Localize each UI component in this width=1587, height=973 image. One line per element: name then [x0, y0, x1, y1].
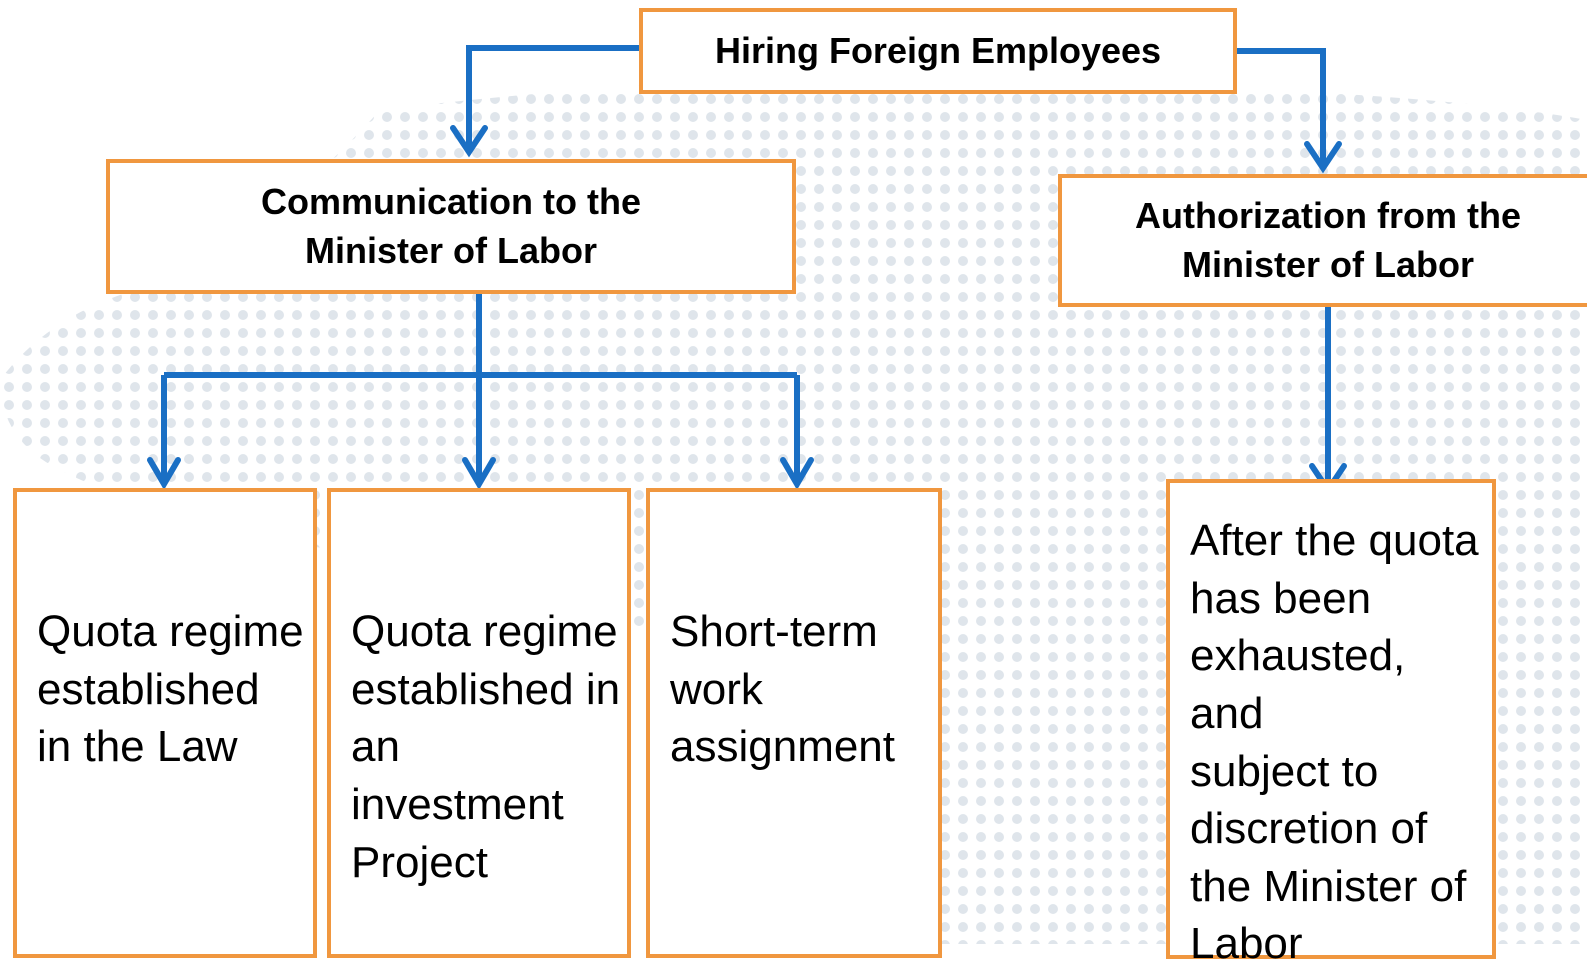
root-node-box: Hiring Foreign Employees	[639, 8, 1237, 94]
branch-authorization-box: Authorization from the Minister of Labor	[1058, 174, 1587, 307]
leaf-after-quota-box: After the quota has been exhausted, and …	[1166, 479, 1496, 968]
arrowhead-short-term	[780, 457, 814, 490]
arrowhead-authorization	[1304, 141, 1342, 174]
leaf-quota-law-box: Quota regime established in the Law	[13, 488, 317, 958]
leaf-short-term-label: Short-term work assignment	[670, 607, 896, 772]
connector-root-to-authorization	[1236, 48, 1326, 166]
root-node-label: Hiring Foreign Employees	[714, 29, 1162, 71]
branch-authorization-label: Authorization from the Minister of Labor	[1135, 194, 1521, 285]
leaf-after-quota-label: After the quota has been exhausted, and …	[1190, 516, 1479, 969]
leaf-quota-law-label: Quota regime established in the Law	[37, 607, 304, 772]
branch-communication-label: Communication to the Minister of Labor	[261, 180, 641, 271]
arrowhead-communication	[450, 125, 488, 158]
leaf-quota-investment-label: Quota regime established in an investmen…	[351, 607, 621, 887]
leaf-quota-investment-box: Quota regime established in an investmen…	[327, 488, 631, 958]
connector-root-to-communication	[466, 45, 640, 150]
arrowhead-quota-investment	[462, 457, 496, 490]
branch-communication-box: Communication to the Minister of Labor	[106, 159, 796, 294]
arrowhead-quota-law	[147, 457, 181, 490]
leaf-short-term-box: Short-term work assignment	[646, 488, 942, 958]
